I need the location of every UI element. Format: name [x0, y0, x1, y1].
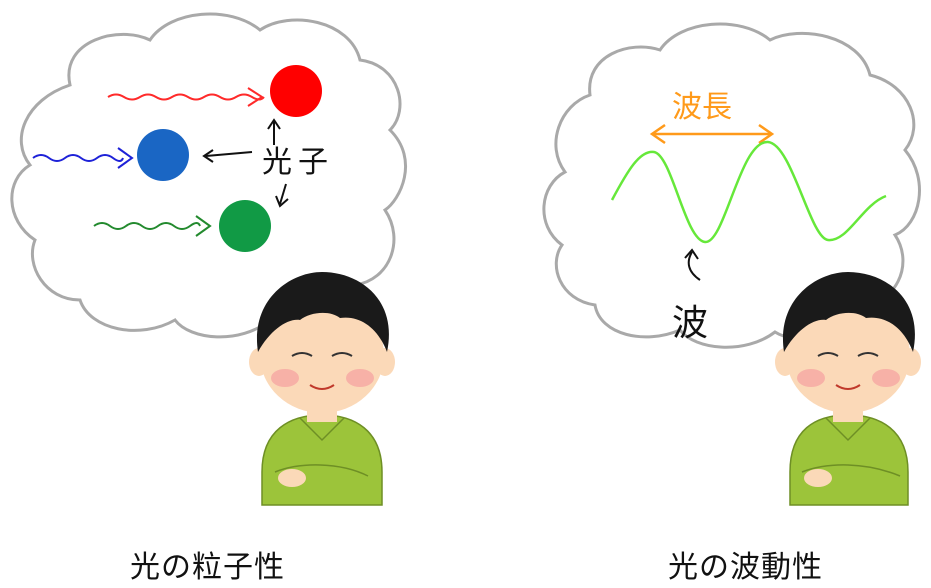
person-left [249, 272, 395, 506]
wave-pointer-arrow [684, 248, 701, 281]
label-pointer-arrows [202, 118, 289, 208]
red-photon [270, 65, 322, 117]
particle-nature-caption: 光の粒子性 [130, 550, 285, 585]
wavelength-arrow [649, 123, 775, 145]
photon-label: 光子 [262, 145, 334, 180]
light-wave [610, 140, 887, 244]
person-right [775, 272, 921, 506]
wave-label: 波 [672, 303, 708, 344]
blue-photon [137, 129, 189, 181]
wave-nature-caption: 光の波動性 [668, 550, 823, 585]
green-photon [219, 200, 271, 252]
blue-wavy-arrow [32, 147, 134, 169]
wavelength-label: 波長 [672, 90, 732, 125]
green-wavy-arrow [93, 215, 212, 237]
red-wavy-arrow [107, 87, 265, 107]
